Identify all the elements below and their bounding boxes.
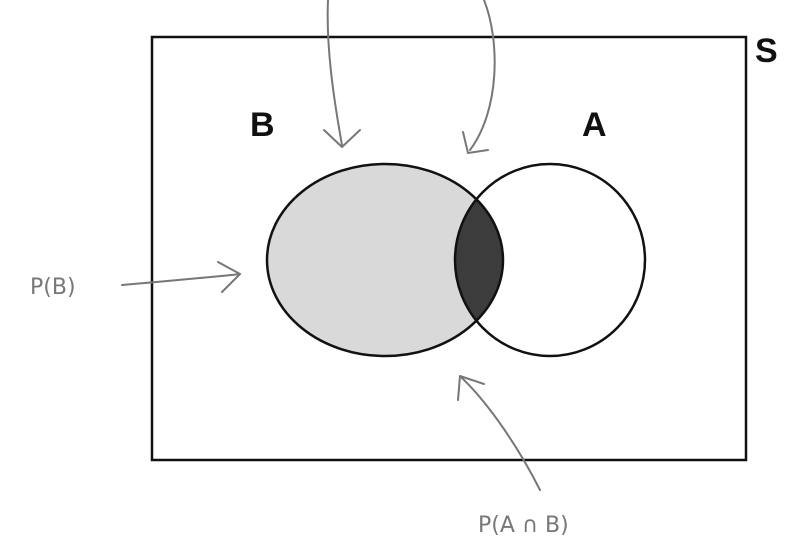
arrow-to-intersection-top (462, 0, 496, 154)
sample-space-box (150, 35, 748, 462)
arrow-prob-intersection (457, 375, 541, 491)
set-b-circle (267, 164, 503, 356)
set-b-outline (265, 162, 505, 358)
set-a-label: A (582, 106, 607, 144)
arrow-to-set-b (323, 0, 361, 148)
sample-space-label: S (755, 32, 778, 70)
prob-b-label: P(B) (30, 275, 76, 300)
arrow-prob-b (121, 261, 241, 293)
set-b-label: B (250, 106, 275, 144)
set-a-circle (453, 162, 647, 358)
prob-intersection-label: P(A ∩ B) (478, 513, 569, 538)
